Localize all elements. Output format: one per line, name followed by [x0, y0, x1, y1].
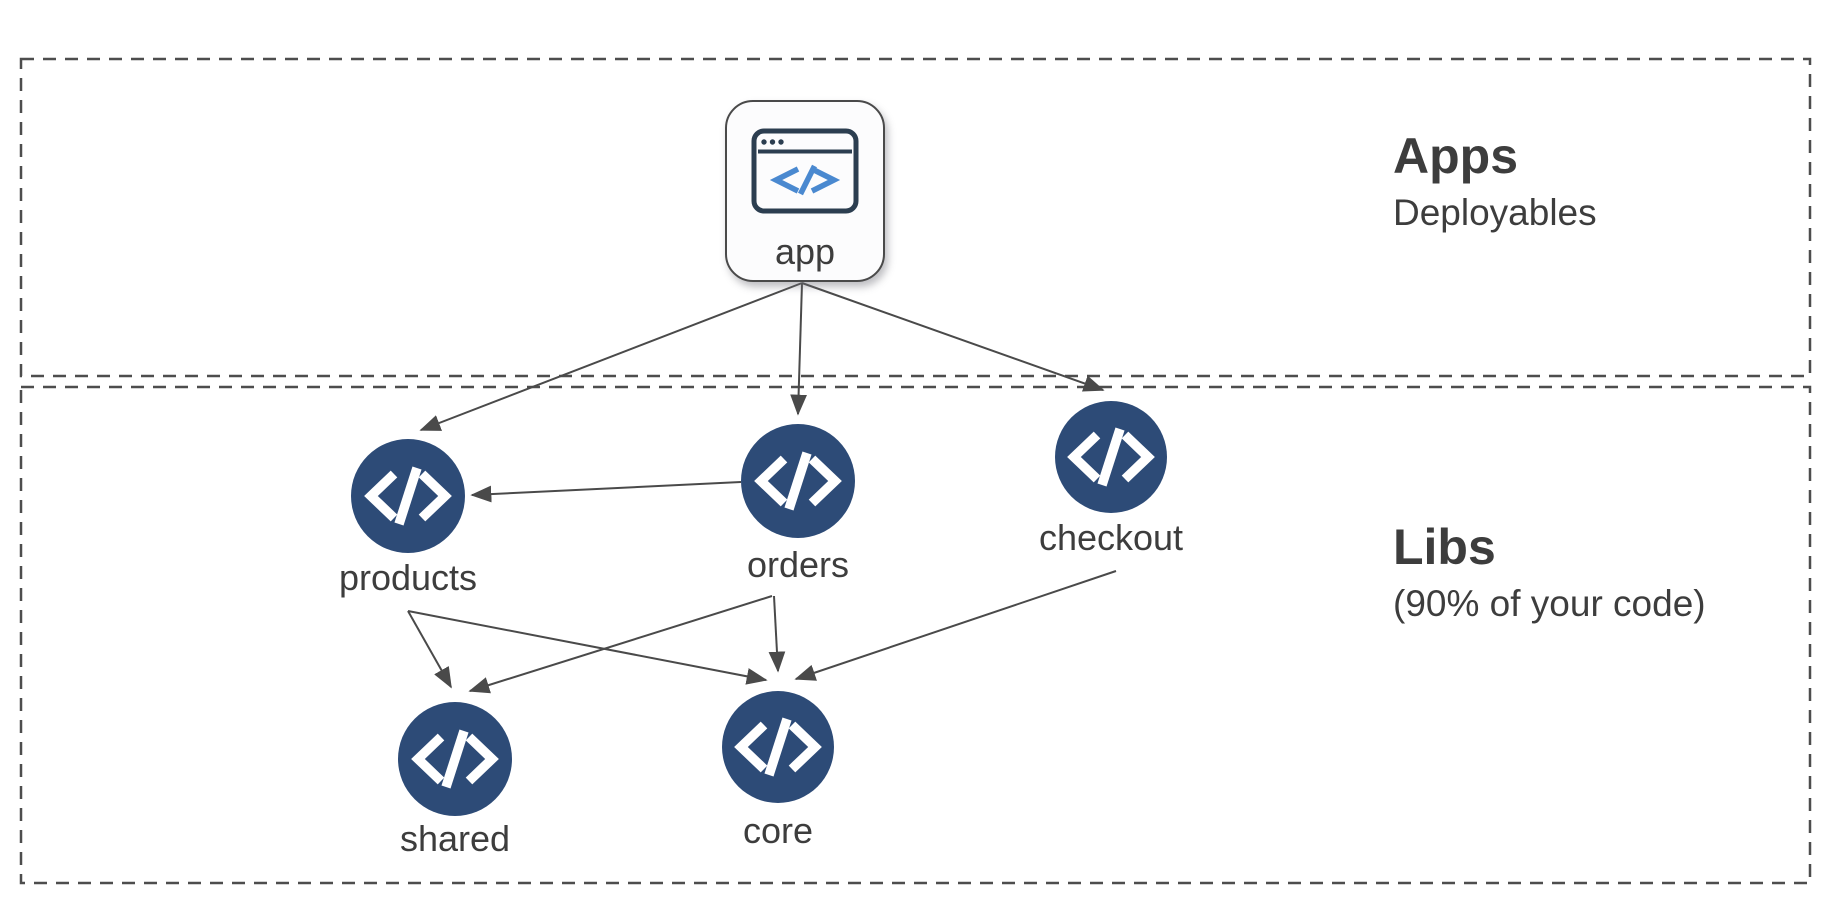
node-products-label: products: [339, 557, 477, 598]
node-shared-label: shared: [400, 818, 510, 859]
node-orders-label: orders: [747, 544, 849, 585]
edge-orders-shared: [468, 595, 773, 694]
edge-app-checkout: [801, 282, 1105, 392]
code-icon: [364, 466, 452, 526]
edge-orders-core: [768, 595, 786, 673]
node-core-label: core: [743, 810, 813, 851]
section-subheading-apps: Deployables: [1393, 192, 1597, 233]
browser-code-icon: [751, 128, 859, 214]
section-label-apps: Apps Deployables: [1393, 126, 1597, 235]
section-box-apps: [19, 57, 1812, 378]
node-orders: orders: [741, 424, 855, 585]
node-checkout: checkout: [1039, 401, 1183, 558]
section-heading-libs: Libs: [1393, 519, 1496, 575]
section-subheading-libs: (90% of your code): [1393, 583, 1706, 624]
section-box-libs: [19, 385, 1812, 885]
edge-app-orders: [790, 282, 807, 416]
node-products: products: [339, 439, 477, 598]
code-icon: [411, 729, 499, 789]
code-icon: [1067, 427, 1155, 487]
code-icon: [734, 717, 822, 777]
node-shared: shared: [398, 702, 512, 859]
edge-products-shared: [407, 610, 452, 689]
edge-app-products: [419, 282, 803, 431]
section-heading-apps: Apps: [1393, 128, 1518, 184]
section-label-libs: Libs (90% of your code): [1393, 517, 1706, 626]
code-icon: [754, 451, 842, 511]
edge-orders-products: [470, 481, 742, 503]
edge-checkout-core: [794, 570, 1117, 681]
node-app-label: app: [774, 231, 836, 272]
node-app: app: [725, 100, 885, 282]
edge-products-core: [407, 610, 768, 685]
node-core: core: [722, 691, 834, 851]
node-checkout-label: checkout: [1039, 517, 1183, 558]
